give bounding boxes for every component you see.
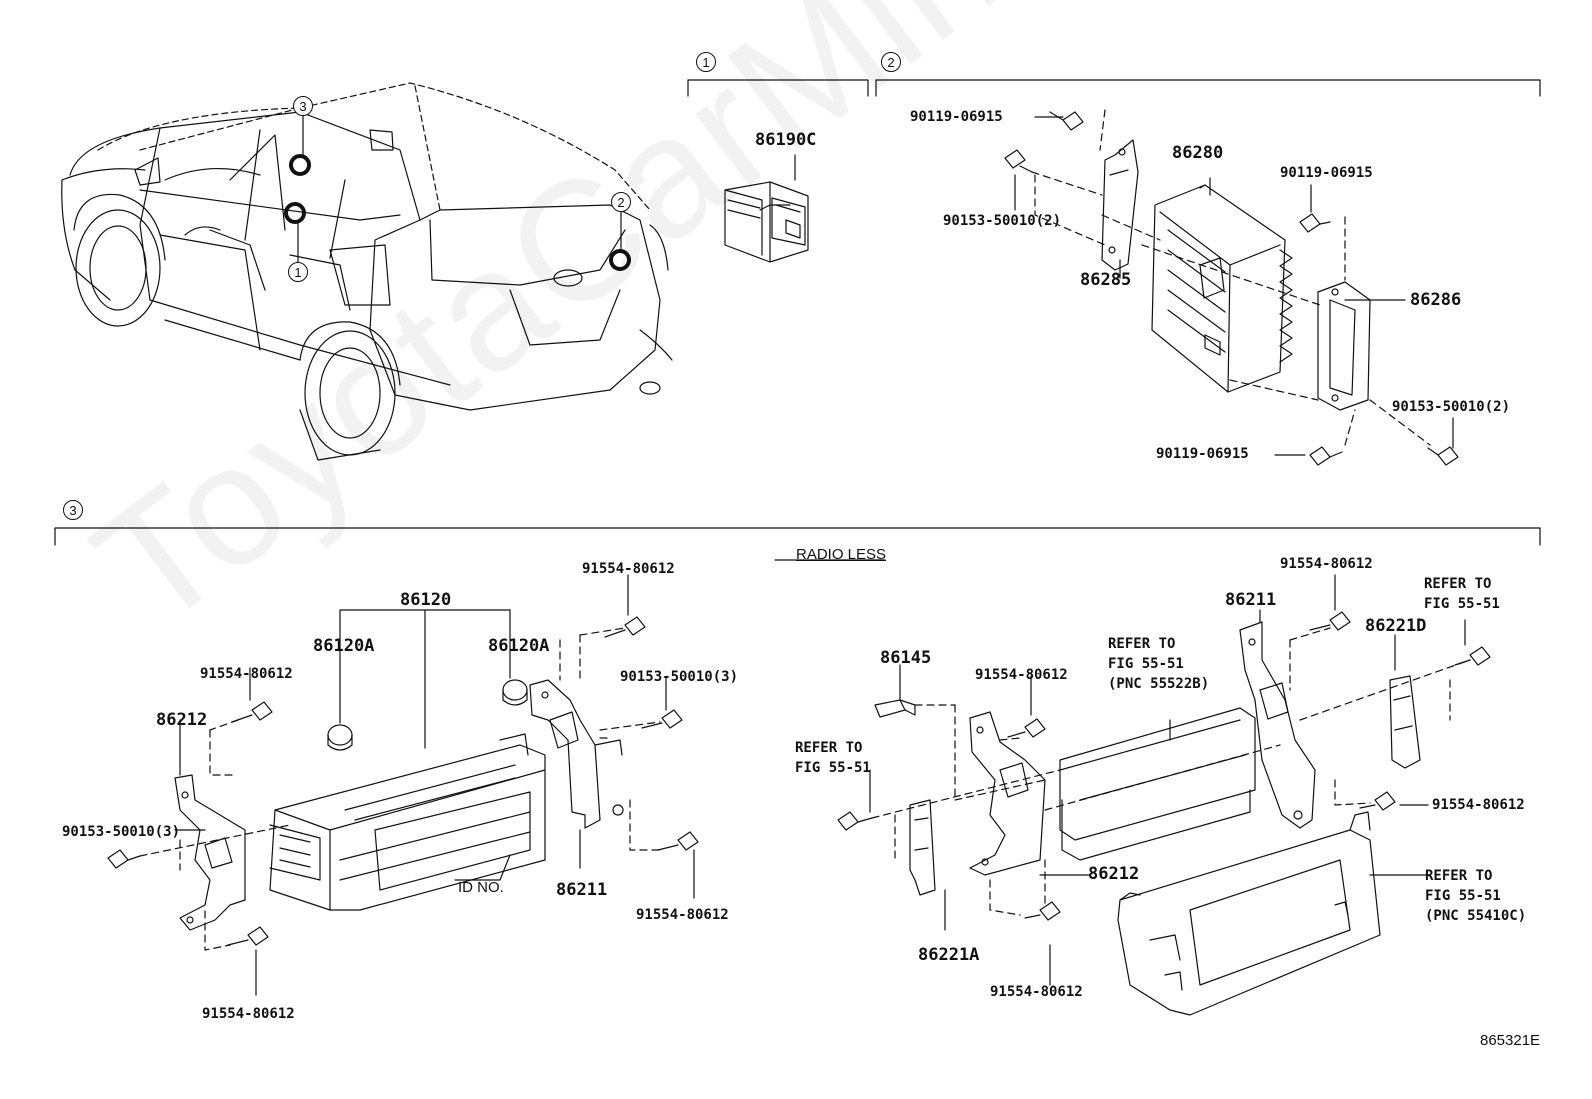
part-label-90119-06915-right: 90119-06915 [1280, 165, 1373, 181]
section-bracket-3 [54, 527, 1541, 546]
amplifier-leader-lines [794, 116, 1454, 456]
bracket-86221A-drawing [909, 799, 936, 896]
section-number-3: 3 [63, 500, 83, 520]
bracket-86286-drawing [1317, 281, 1371, 411]
part-label-86120: 86120 [400, 590, 452, 610]
head-unit-screws [107, 616, 699, 946]
bracket-86212-left-drawing [174, 774, 246, 931]
part-label-86212-left: 86212 [156, 710, 208, 730]
part-label-91554-80612-1: 91554-80612 [582, 561, 675, 577]
display-panel-drawing [1117, 811, 1381, 1016]
car-callout-2: 2 [611, 192, 631, 212]
figure-code: 865321E [1480, 1032, 1541, 1049]
refer-note-pnc-55522B: REFER TO FIG 55-51 (PNC 55522B) [1108, 636, 1210, 692]
amplifier-dashed-guides [1031, 109, 1431, 446]
part-label-86211-left: 86211 [556, 880, 608, 900]
part-label-91554-80612-4: 91554-80612 [202, 1006, 295, 1022]
section-number-1: 1 [696, 52, 716, 72]
refer-note-fig-55-51-top: REFER TO FIG 55-51 [1424, 576, 1500, 612]
part-label-91554-80612-5: 91554-80612 [1280, 556, 1373, 572]
part-label-86221A: 86221A [918, 945, 980, 965]
section-number-2: 2 [881, 52, 901, 72]
part-label-86120A-left: 86120A [313, 636, 375, 656]
part-label-86285: 86285 [1080, 270, 1132, 290]
part-label-90153-50010-3-left: 90153-50010(3) [62, 824, 181, 840]
vehicle-location-dots [284, 154, 631, 271]
radio-less-heading: RADIO LESS [796, 546, 887, 563]
knob-86120A-left [327, 724, 353, 751]
bracket-86211-left-drawing [529, 679, 624, 829]
vehicle-leader-lines [297, 115, 622, 263]
refer-note-pnc-55410C: REFER TO FIG 55-51 (PNC 55410C) [1425, 868, 1527, 924]
refer-note-fig-55-51-left: REFER TO FIG 55-51 [795, 740, 871, 776]
id-number-label: ID NO. [458, 879, 504, 896]
amplifier-screws [1004, 111, 1459, 466]
bracket-86221D-drawing [1389, 675, 1421, 769]
part-label-86280: 86280 [1172, 143, 1224, 163]
car-callout-1: 1 [288, 262, 308, 282]
part-label-86190C: 86190C [755, 130, 817, 150]
radio-less-dashed-guides [871, 627, 1471, 916]
part-label-86211-right: 86211 [1225, 590, 1277, 610]
head-unit-86120-drawing [269, 733, 546, 911]
display-unit-drawing [1059, 707, 1256, 861]
part-label-91554-80612-7: 91554-80612 [1432, 797, 1525, 813]
car-callout-3: 3 [293, 96, 313, 116]
radio-less-screws [837, 611, 1491, 921]
part-label-86286: 86286 [1410, 290, 1462, 310]
section-bracket-2 [875, 79, 1541, 97]
bracket-86212-right-drawing [969, 711, 1046, 876]
part-86145-drawing [874, 699, 916, 718]
radio-less-leader-lines [869, 574, 1466, 986]
part-label-91554-80612-3: 91554-80612 [636, 907, 729, 923]
vehicle-illustration [61, 82, 673, 461]
bracket-86285-drawing [1101, 139, 1139, 271]
part-label-86145: 86145 [880, 648, 932, 668]
part-label-90153-50010-2-left: 90153-50010(2) [943, 213, 1062, 229]
part-label-91554-80612-2: 91554-80612 [200, 666, 293, 682]
head-unit-leader-lines [174, 559, 886, 996]
part-label-86120A-right: 86120A [488, 636, 550, 656]
section-bracket-1 [687, 79, 869, 97]
part-label-90119-06915-bottom: 90119-06915 [1156, 446, 1249, 462]
bracket-86211-right-drawing [1239, 621, 1316, 829]
knob-86120A-right [502, 679, 528, 706]
part-label-91554-80612-6: 91554-80612 [975, 667, 1068, 683]
part-label-86212-right: 86212 [1088, 864, 1140, 884]
part-label-90153-50010-3-right: 90153-50010(3) [620, 669, 739, 685]
switch-86190C-drawing [724, 181, 809, 263]
part-label-90153-50010-2-right: 90153-50010(2) [1392, 399, 1511, 415]
part-label-86221D: 86221D [1365, 616, 1427, 636]
part-label-91554-80612-8: 91554-80612 [990, 984, 1083, 1000]
part-label-90119-06915-top: 90119-06915 [910, 109, 1003, 125]
head-unit-dashed-guides [139, 627, 661, 951]
